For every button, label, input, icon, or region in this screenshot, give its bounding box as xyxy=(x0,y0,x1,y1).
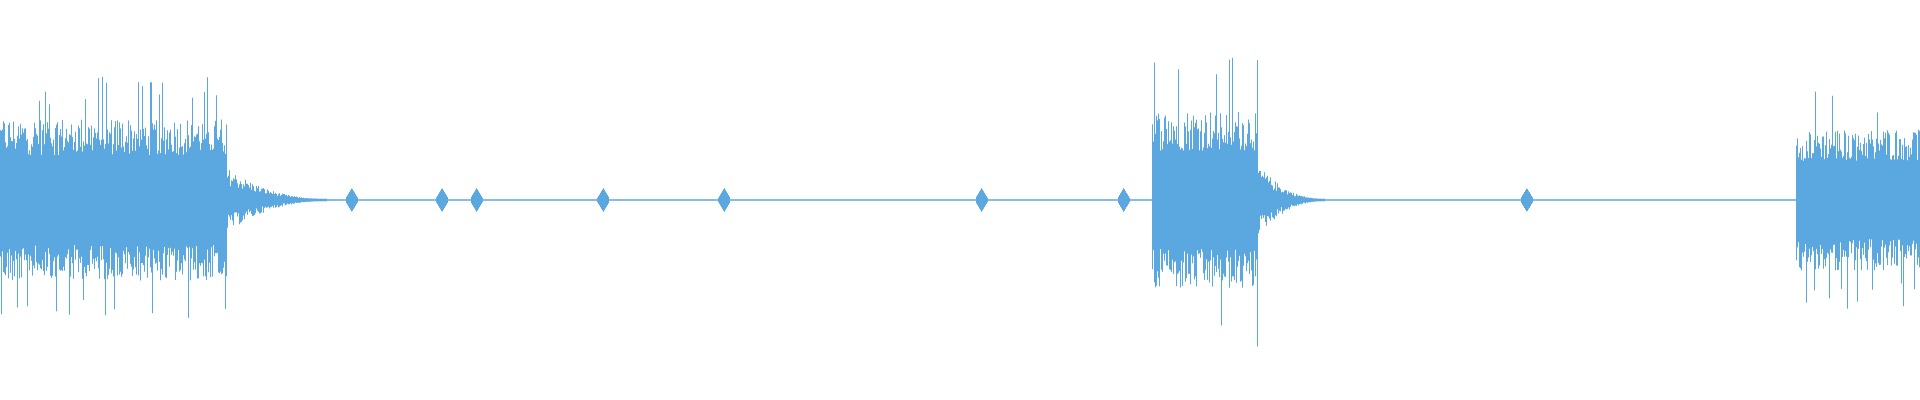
waveform-path xyxy=(0,57,1920,347)
waveform-bars xyxy=(0,57,1920,347)
